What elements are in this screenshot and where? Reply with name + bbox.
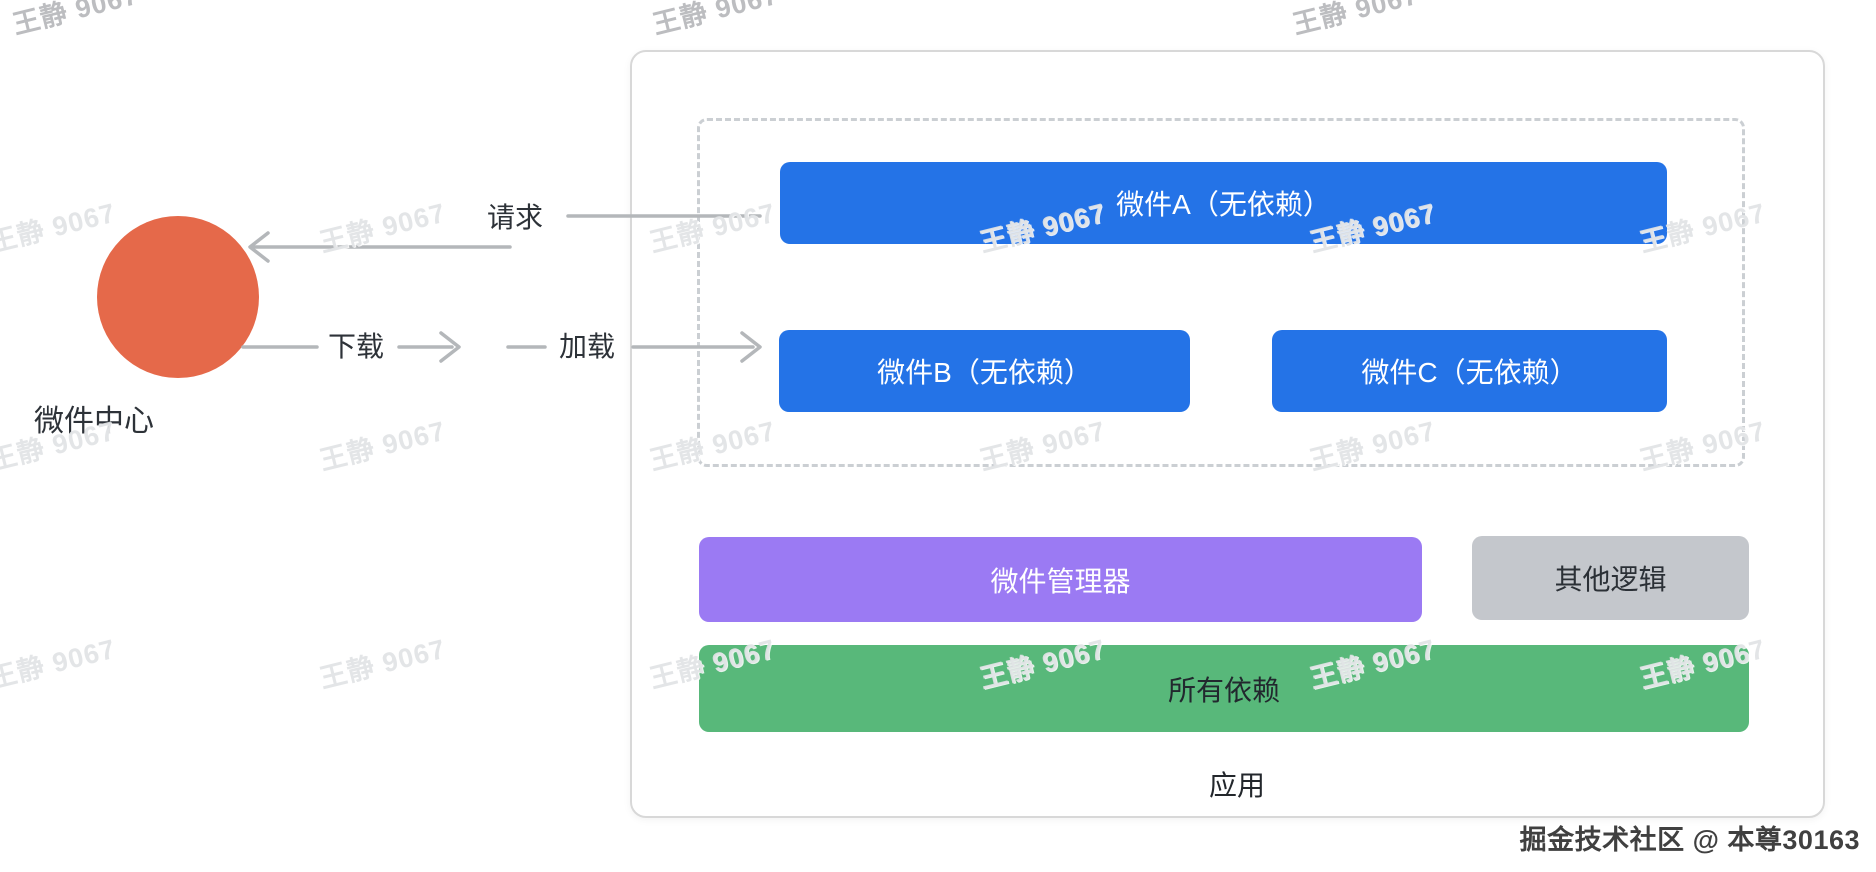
credit-text: 掘金技术社区 @ 本尊30163 bbox=[1519, 825, 1860, 855]
download-arrow bbox=[241, 331, 461, 363]
widget-a-box: 微件A（无依赖） bbox=[780, 162, 1667, 244]
dependencies-label: 所有依赖 bbox=[1167, 674, 1280, 706]
download-label: 下载 bbox=[327, 331, 384, 362]
widget-manager-box: 微件管理器 bbox=[699, 537, 1422, 622]
request-arrow bbox=[248, 214, 762, 263]
load-arrow bbox=[506, 331, 762, 363]
request-label: 请求 bbox=[486, 202, 543, 233]
widget-b-box: 微件B（无依赖） bbox=[779, 330, 1190, 412]
app-label: 应用 bbox=[1208, 770, 1265, 801]
load-label: 加载 bbox=[558, 331, 615, 362]
widget-center-label: 微件中心 bbox=[34, 405, 154, 438]
widget-c-label: 微件C（无依赖） bbox=[1361, 357, 1578, 388]
other-logic-box: 其他逻辑 bbox=[1472, 536, 1749, 620]
dependencies-box: 所有依赖 bbox=[699, 645, 1749, 732]
widget-group-dashed-box bbox=[697, 118, 1745, 467]
widget-a-label: 微件A（无依赖） bbox=[1116, 189, 1331, 220]
widget-manager-label: 微件管理器 bbox=[990, 565, 1131, 597]
widget-c-box: 微件C（无依赖） bbox=[1272, 330, 1667, 412]
app-container: 微件A（无依赖） 微件B（无依赖） 微件C（无依赖） 微件管理器 其他逻辑 所有… bbox=[630, 50, 1825, 818]
widget-center-circle bbox=[97, 216, 259, 378]
other-logic-label: 其他逻辑 bbox=[1554, 564, 1667, 595]
widget-b-label: 微件B（无依赖） bbox=[877, 357, 1092, 388]
